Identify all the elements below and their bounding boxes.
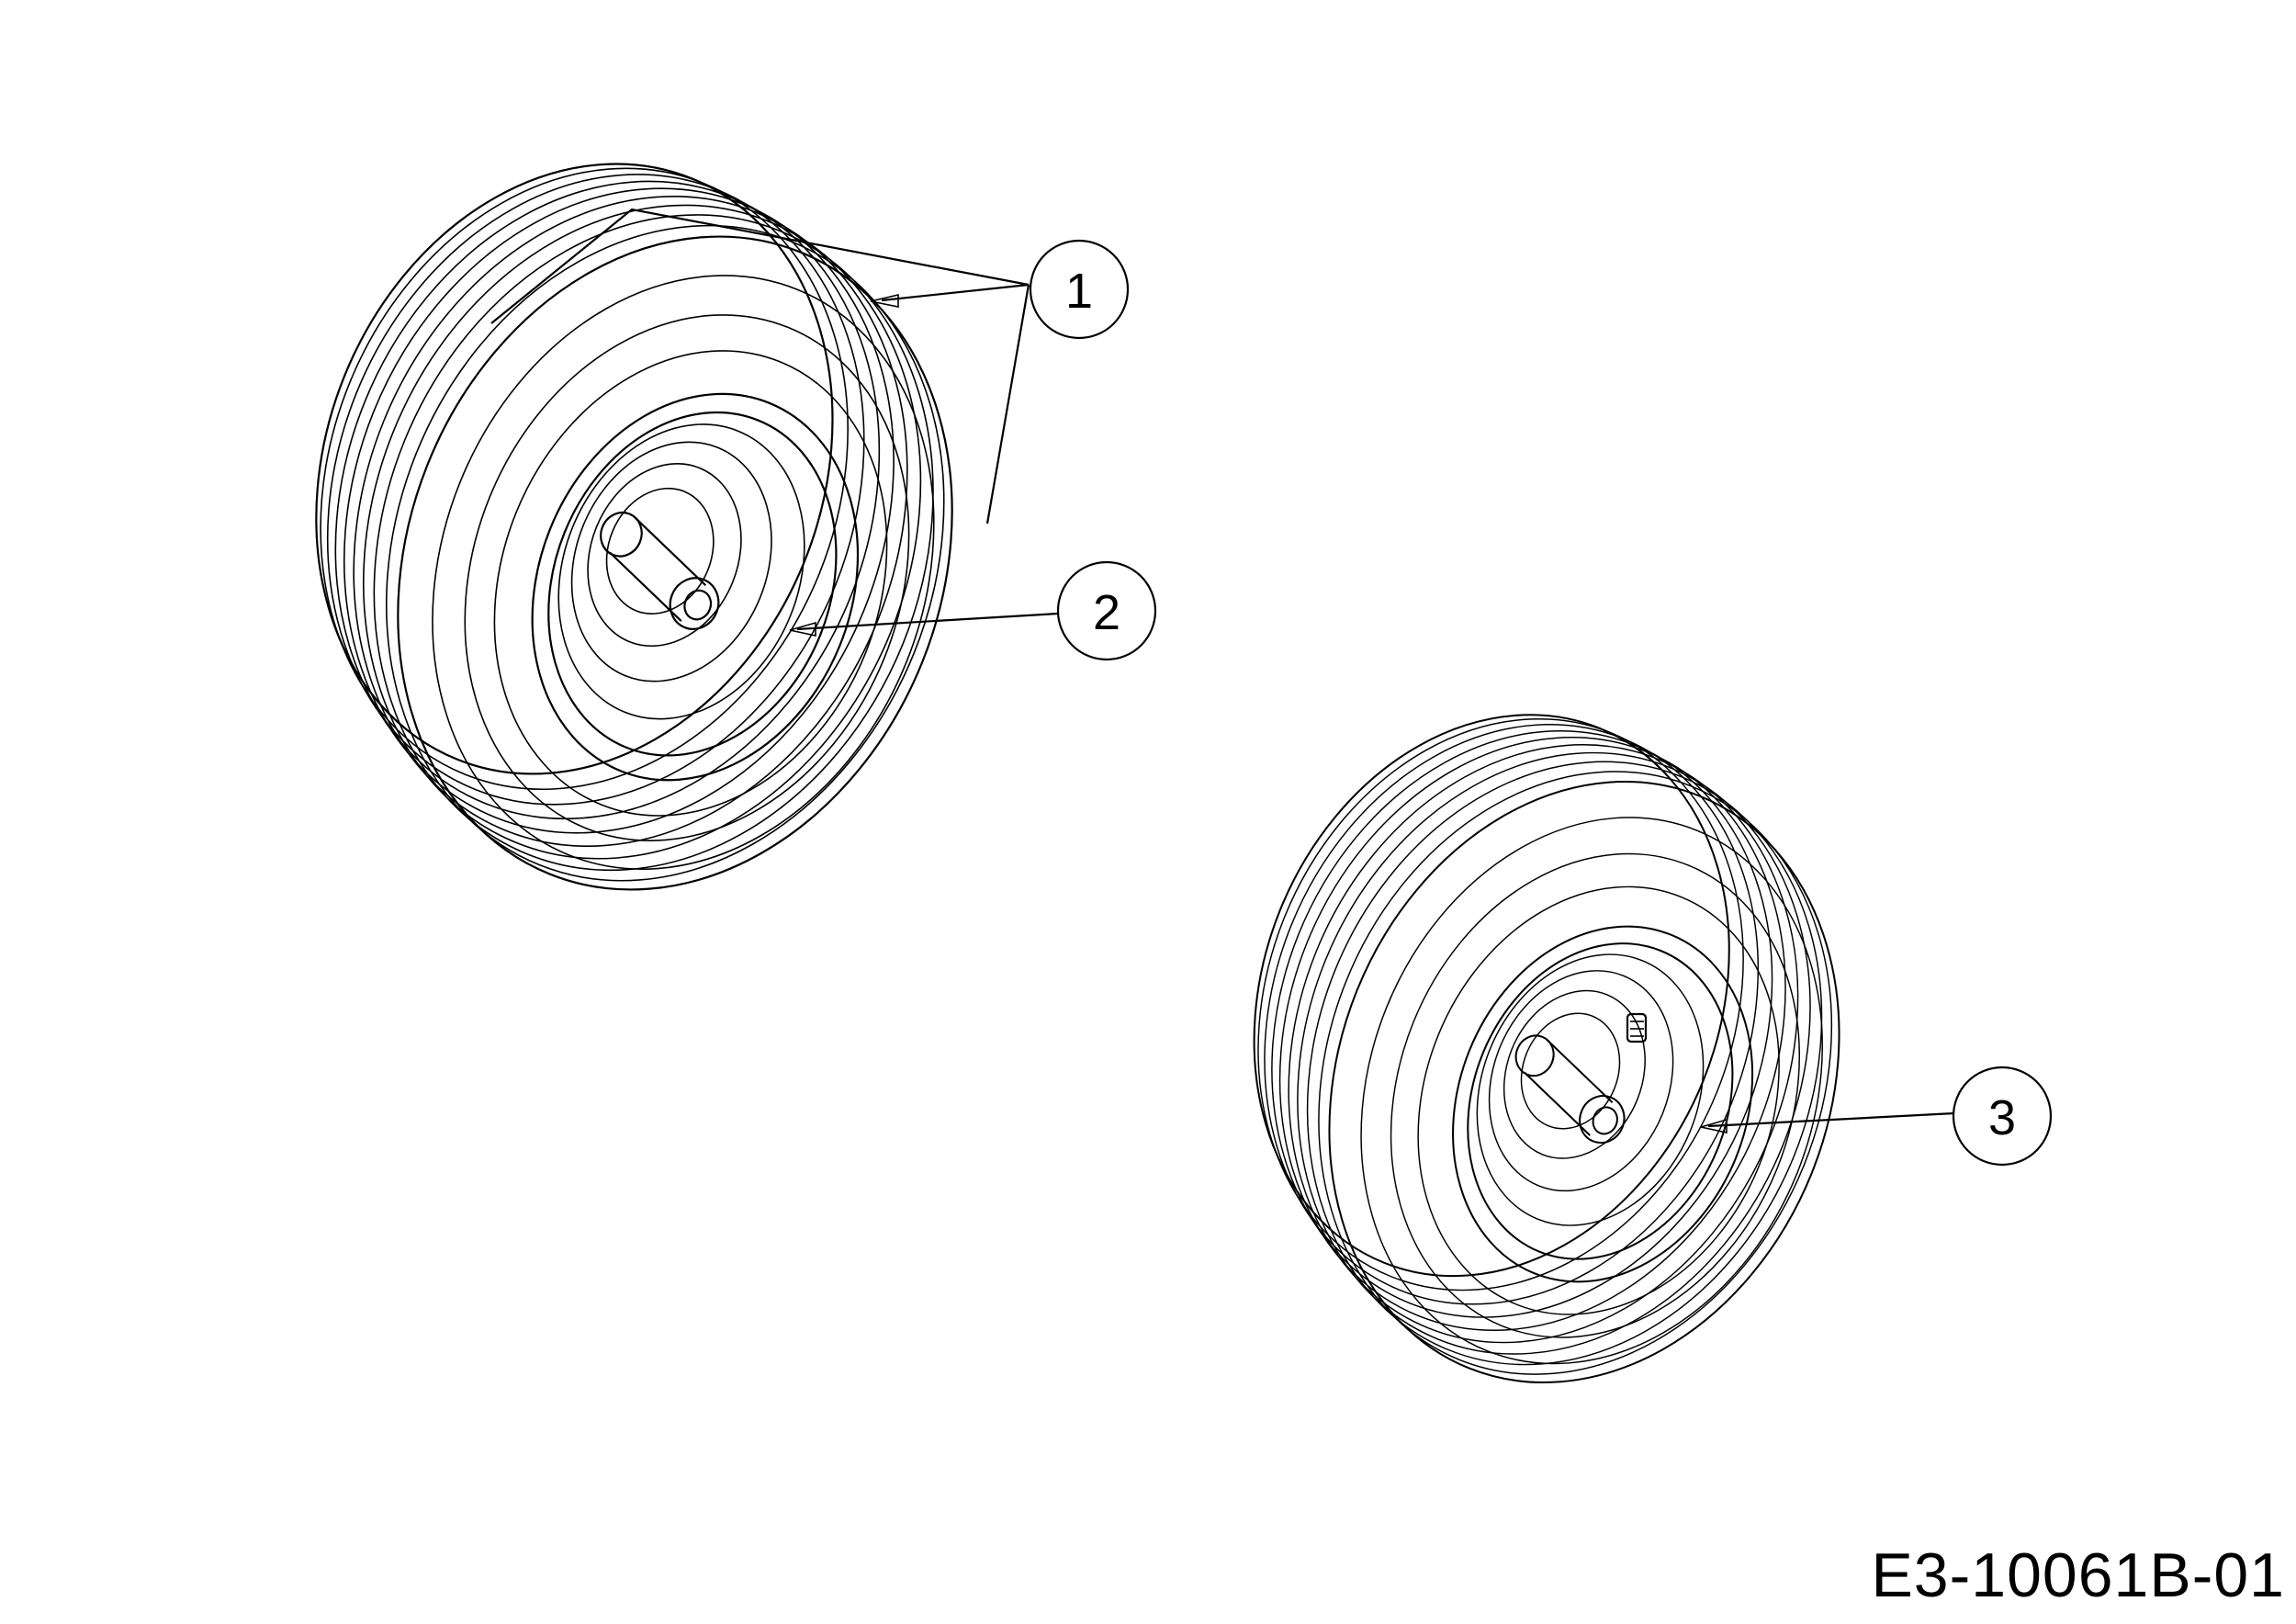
tire-wheel-2: [1146, 641, 1938, 1461]
callout-2: 2: [1056, 560, 1157, 661]
valve-stem: [1626, 1012, 1648, 1043]
svg-text:3: 3: [1988, 1090, 2016, 1145]
callout-3: 3: [1952, 1066, 2053, 1167]
tire-wheel-1: [199, 85, 1059, 976]
svg-text:1: 1: [1065, 264, 1093, 319]
callout-1: 1: [1029, 239, 1130, 340]
drawing-code: E3-10061B-01: [1871, 1540, 2285, 1610]
svg-text:2: 2: [1093, 585, 1120, 640]
leader-lines: [490, 208, 1955, 1133]
